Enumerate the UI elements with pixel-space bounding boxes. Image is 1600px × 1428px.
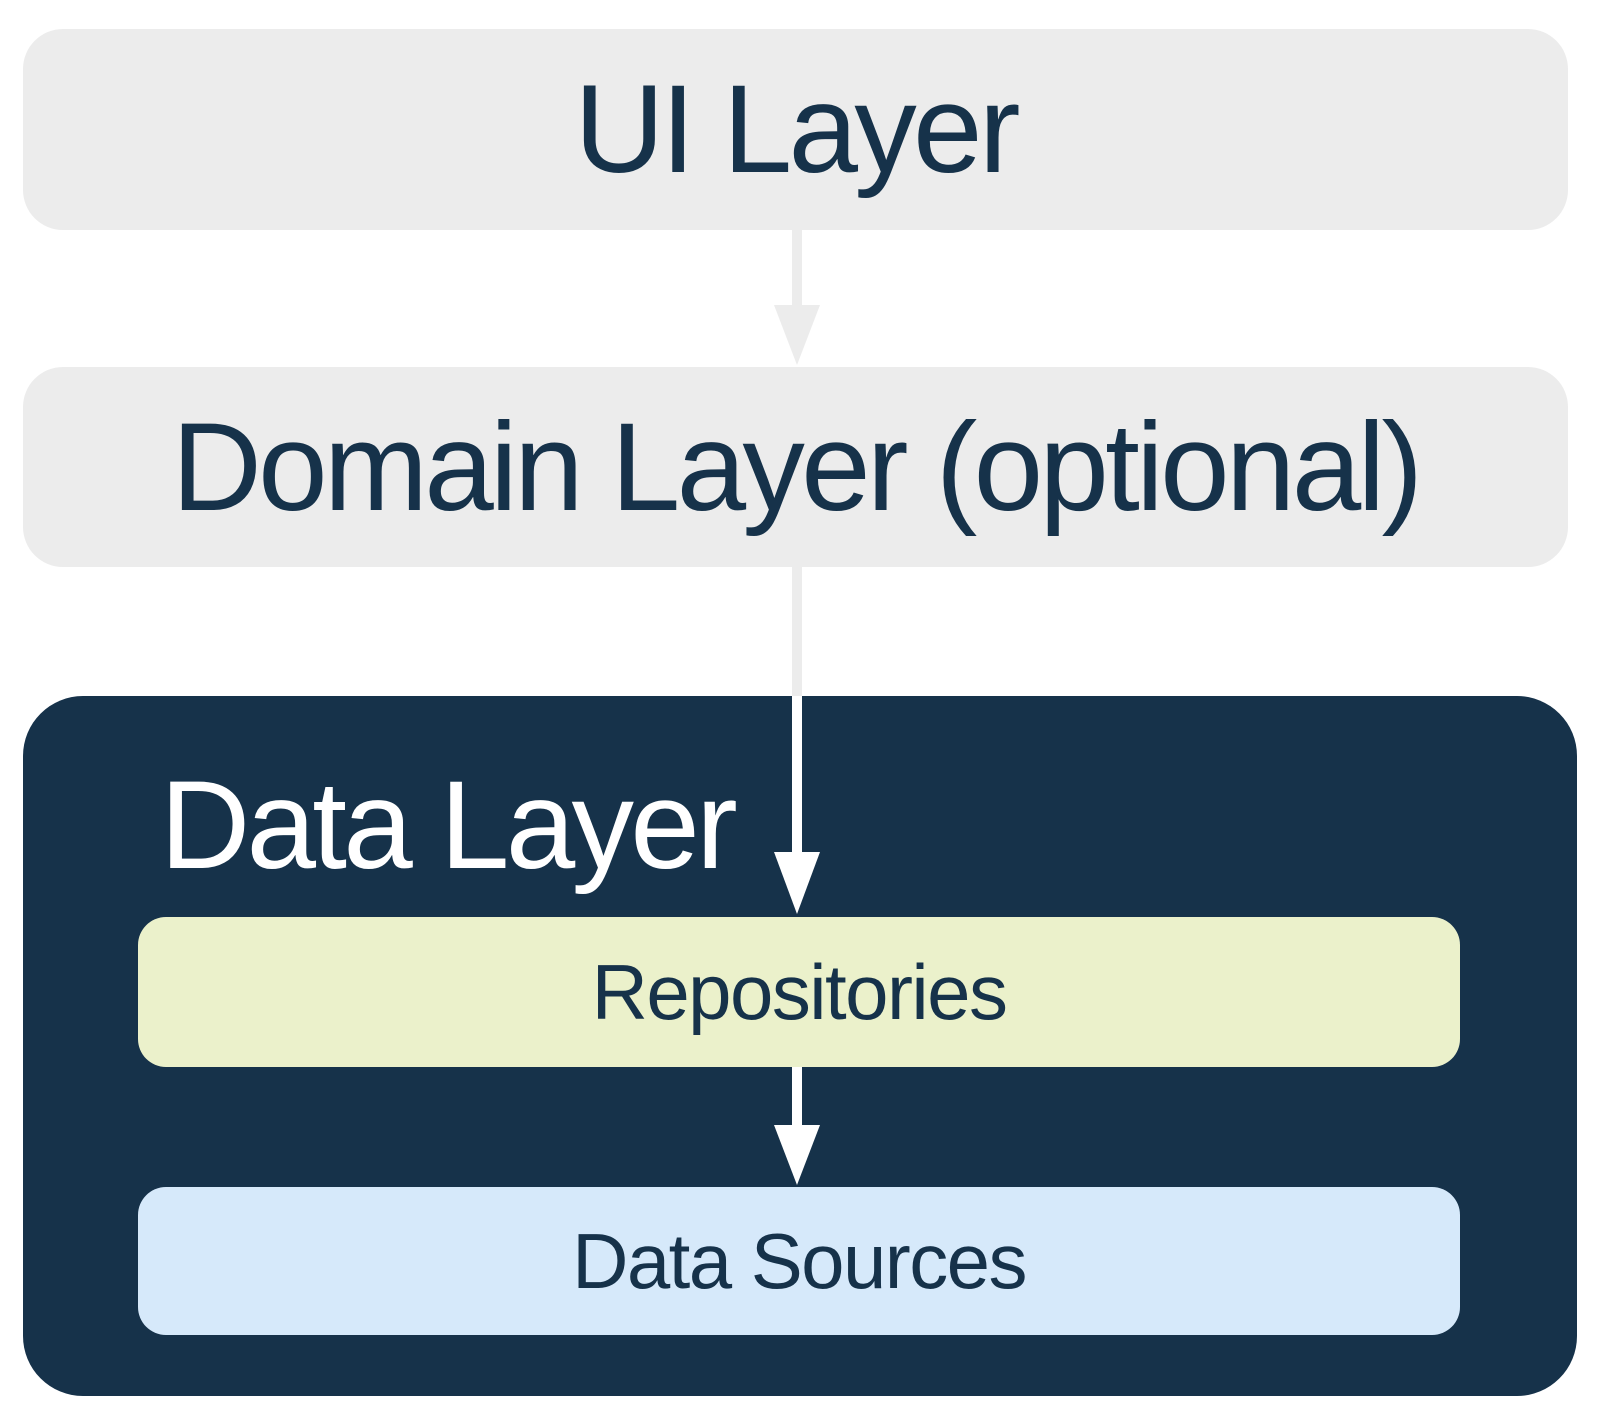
domain-layer-box: Domain Layer (optional): [23, 367, 1568, 567]
data-sources-label: Data Sources: [572, 1217, 1027, 1305]
ui-layer-box: UI Layer: [23, 29, 1568, 230]
arrow-domain-to-repositories-stem-outer: [792, 567, 802, 696]
ui-layer-label: UI Layer: [574, 60, 1020, 199]
arrow-ui-to-domain-stem: [792, 230, 802, 305]
arrow-domain-to-repositories-head-icon: [774, 852, 820, 914]
data-sources-box: Data Sources: [138, 1187, 1460, 1335]
arrow-repositories-to-data-sources-stem: [792, 1067, 802, 1125]
arrow-ui-to-domain-head-icon: [774, 305, 820, 365]
domain-layer-label: Domain Layer (optional): [171, 397, 1423, 537]
data-layer-label: Data Layer: [160, 756, 738, 895]
repositories-box: Repositories: [138, 917, 1460, 1067]
arrow-domain-to-repositories-stem-inner: [792, 696, 802, 852]
arrow-repositories-to-data-sources-head-icon: [774, 1125, 820, 1185]
repositories-label: Repositories: [591, 948, 1008, 1036]
